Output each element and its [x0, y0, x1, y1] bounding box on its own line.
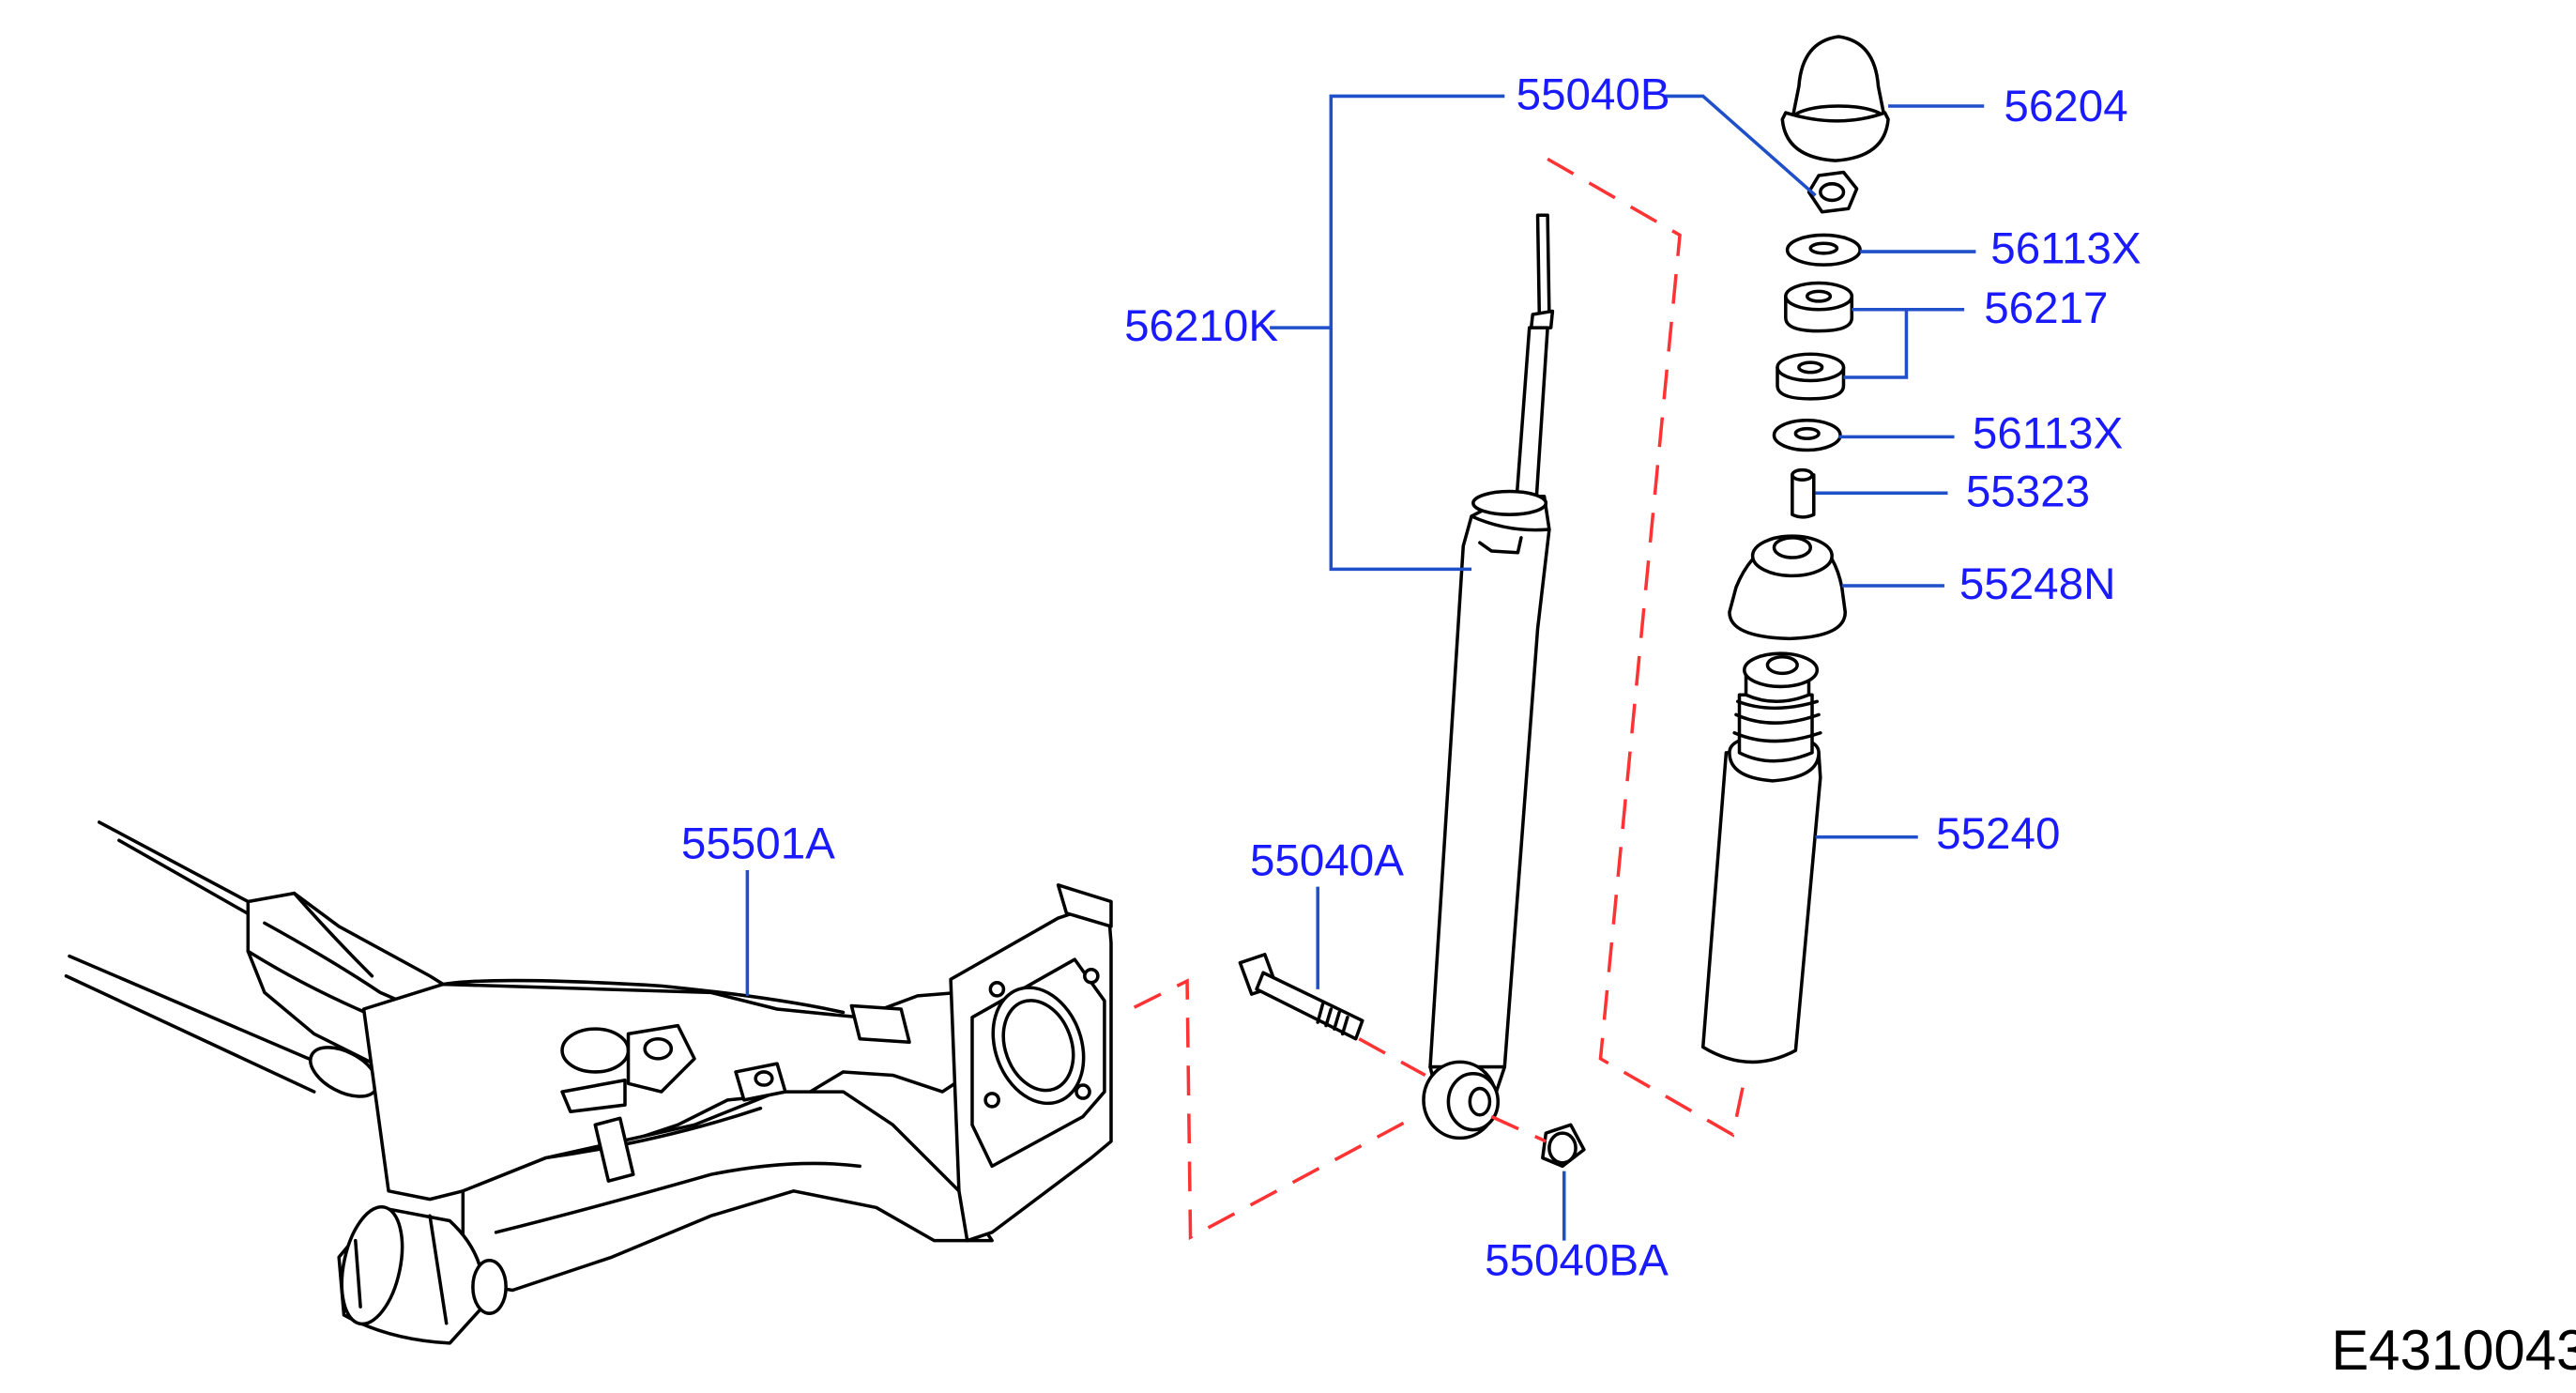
- bound-bumper-icon: [1700, 651, 1822, 1064]
- shock-absorber-icon: [1422, 213, 1555, 1140]
- part-label-55040a: 55040A: [1250, 835, 1404, 885]
- part-label-56113x-lower: 56113X: [1973, 409, 2123, 459]
- part-labels: 56204 55040B 56113X 56217 56210K 56113X …: [681, 70, 2142, 1286]
- part-label-56210k: 56210K: [1124, 301, 1278, 351]
- part-label-55501a: 55501A: [681, 819, 835, 869]
- part-label-55248n: 55248N: [1959, 559, 2116, 609]
- nut-icon: [1806, 170, 1859, 214]
- part-label-55040ba: 55040BA: [1485, 1236, 1669, 1286]
- part-label-55040b: 55040B: [1517, 70, 1670, 120]
- rubber-bushing-icon: [1784, 281, 1854, 333]
- rubber-bushing-icon: [1776, 352, 1846, 401]
- bolt-icon: [1238, 953, 1364, 1041]
- part-label-56217: 56217: [1984, 283, 2108, 333]
- assembly-dashed-lines: [1133, 157, 1748, 1241]
- rear-axle-beam-icon: [64, 820, 1113, 1345]
- part-label-56113x-upper: 56113X: [1990, 223, 2141, 273]
- part-label-55323: 55323: [1966, 467, 2090, 516]
- washer-icon: [1772, 419, 1842, 452]
- bump-cap-icon: [1780, 35, 1890, 162]
- collar-icon: [1791, 467, 1816, 519]
- leader-lines: [745, 94, 1985, 1241]
- figure-code: E4310043: [2331, 1319, 2576, 1382]
- washer-icon: [1785, 233, 1862, 267]
- nut-icon: [1541, 1123, 1586, 1169]
- part-label-56204: 56204: [2004, 82, 2127, 131]
- dust-cover-icon: [1728, 534, 1848, 641]
- part-label-55240: 55240: [1936, 809, 2060, 859]
